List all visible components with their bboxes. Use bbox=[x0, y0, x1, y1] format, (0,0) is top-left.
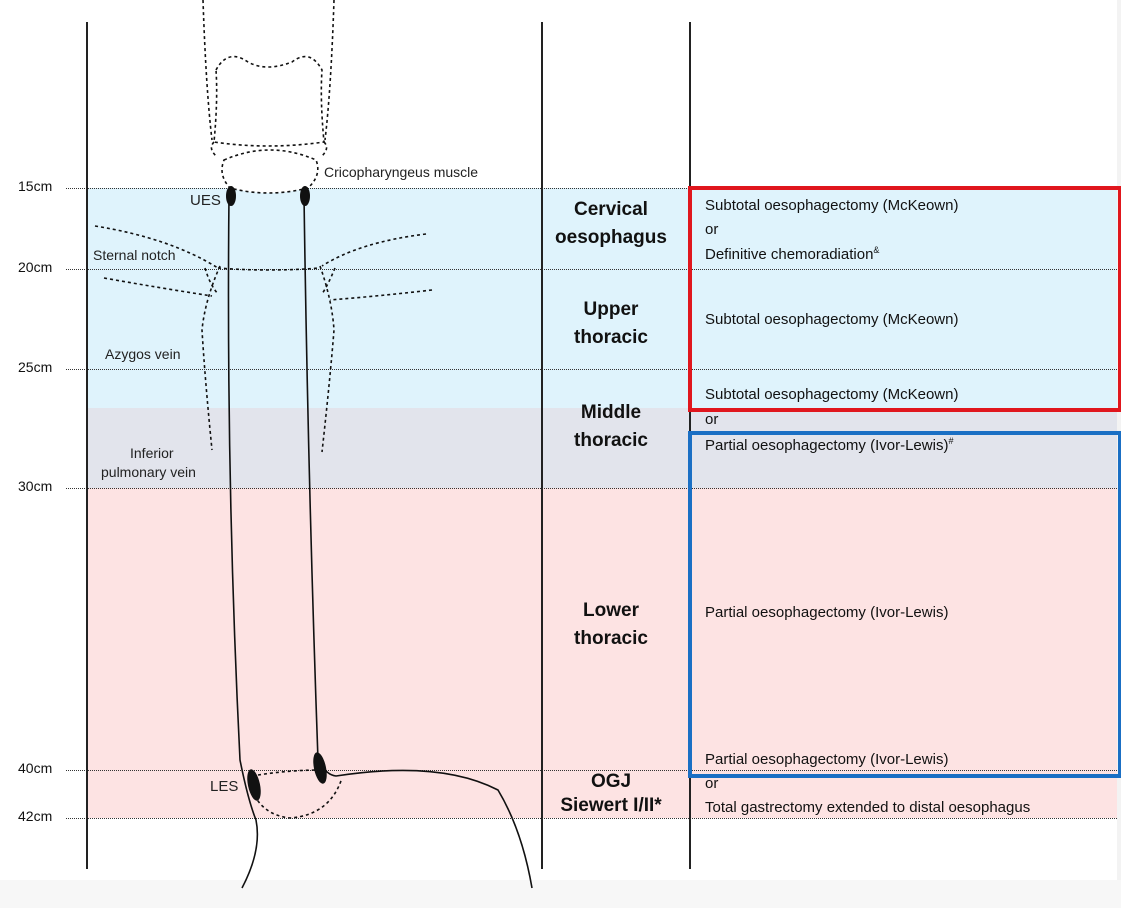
treatment-cervical-2: Definitive chemoradiation& bbox=[705, 245, 879, 263]
treatment-middle-1: Subtotal oesophagectomy (McKeown) bbox=[705, 386, 959, 403]
treatment-cervical-or: or bbox=[705, 221, 719, 238]
level-line-15 bbox=[66, 188, 1117, 189]
azygos-vein-label: Azygos vein bbox=[105, 346, 181, 362]
level-label-42cm: 42cm bbox=[18, 808, 53, 824]
treatment-middle-or: or bbox=[705, 411, 719, 428]
inferior-pv-label-line2: pulmonary vein bbox=[101, 464, 196, 480]
level-line-20 bbox=[66, 269, 1117, 270]
treatment-cervical-2-mark: & bbox=[873, 245, 880, 255]
level-line-25 bbox=[66, 369, 1117, 370]
ues-label: UES bbox=[190, 192, 221, 209]
column-divider-middle bbox=[541, 22, 543, 869]
treatment-ogj-2: Total gastrectomy extended to distal oes… bbox=[705, 799, 1031, 816]
region-upper-thoracic: Upper thoracic bbox=[538, 296, 684, 352]
level-label-25cm: 25cm bbox=[18, 359, 53, 375]
region-ogj-line2: Siewert I/II* bbox=[560, 795, 662, 816]
region-cervical: Cervical oesophagus bbox=[538, 196, 684, 252]
region-cervical-line2: oesophagus bbox=[555, 227, 667, 248]
level-label-40cm: 40cm bbox=[18, 760, 53, 776]
cricopharyngeus-label: Cricopharyngeus muscle bbox=[324, 164, 479, 180]
region-upper-line2: thoracic bbox=[574, 327, 648, 348]
level-line-40 bbox=[66, 770, 1117, 771]
treatment-cervical-1: Subtotal oesophagectomy (McKeown) bbox=[705, 197, 959, 214]
level-line-30 bbox=[66, 488, 1117, 489]
region-ogj-line1: OGJ bbox=[590, 771, 632, 792]
region-lower-thoracic: Lower thoracic bbox=[538, 597, 684, 653]
inferior-pv-label-line1: Inferior bbox=[130, 445, 174, 461]
treatment-upper-1: Subtotal oesophagectomy (McKeown) bbox=[705, 311, 959, 328]
level-label-20cm: 20cm bbox=[18, 259, 53, 275]
region-middle-line2: thoracic bbox=[574, 430, 648, 451]
treatment-middle-2-mark: # bbox=[948, 436, 954, 446]
column-divider-left bbox=[86, 22, 88, 869]
region-cervical-line1: Cervical bbox=[574, 199, 648, 220]
level-line-42 bbox=[66, 818, 1117, 819]
region-lower-line2: thoracic bbox=[574, 628, 648, 649]
cervical-upper-band bbox=[86, 188, 1117, 408]
level-label-30cm: 30cm bbox=[18, 478, 53, 494]
lower-thoracic-band bbox=[86, 488, 1117, 818]
region-upper-line1: Upper bbox=[583, 299, 639, 320]
treatment-lower-1: Partial oesophagectomy (Ivor-Lewis) bbox=[705, 604, 949, 621]
ivor-lewis-highlight-box bbox=[688, 431, 1121, 778]
region-lower-line1: Lower bbox=[583, 600, 639, 621]
region-middle-thoracic: Middle thoracic bbox=[538, 399, 684, 455]
treatment-ogj-1: Partial oesophagectomy (Ivor-Lewis) bbox=[705, 751, 949, 768]
treatment-cervical-2-text: Definitive chemoradiation bbox=[705, 246, 874, 263]
treatment-middle-2: Partial oesophagectomy (Ivor-Lewis)# bbox=[705, 436, 953, 454]
bottom-edge-strip bbox=[0, 880, 1121, 908]
mckeown-highlight-box bbox=[688, 186, 1121, 412]
region-ogj: OGJ Siewert I/II* bbox=[538, 770, 684, 818]
treatment-ogj-or: or bbox=[705, 775, 719, 792]
sternal-notch-label: Sternal notch bbox=[93, 247, 176, 263]
treatment-middle-2-text: Partial oesophagectomy (Ivor-Lewis) bbox=[705, 437, 949, 454]
les-label: LES bbox=[210, 778, 239, 795]
region-middle-line1: Middle bbox=[580, 402, 642, 423]
middle-thoracic-band bbox=[86, 408, 1117, 488]
level-label-15cm: 15cm bbox=[18, 178, 53, 194]
